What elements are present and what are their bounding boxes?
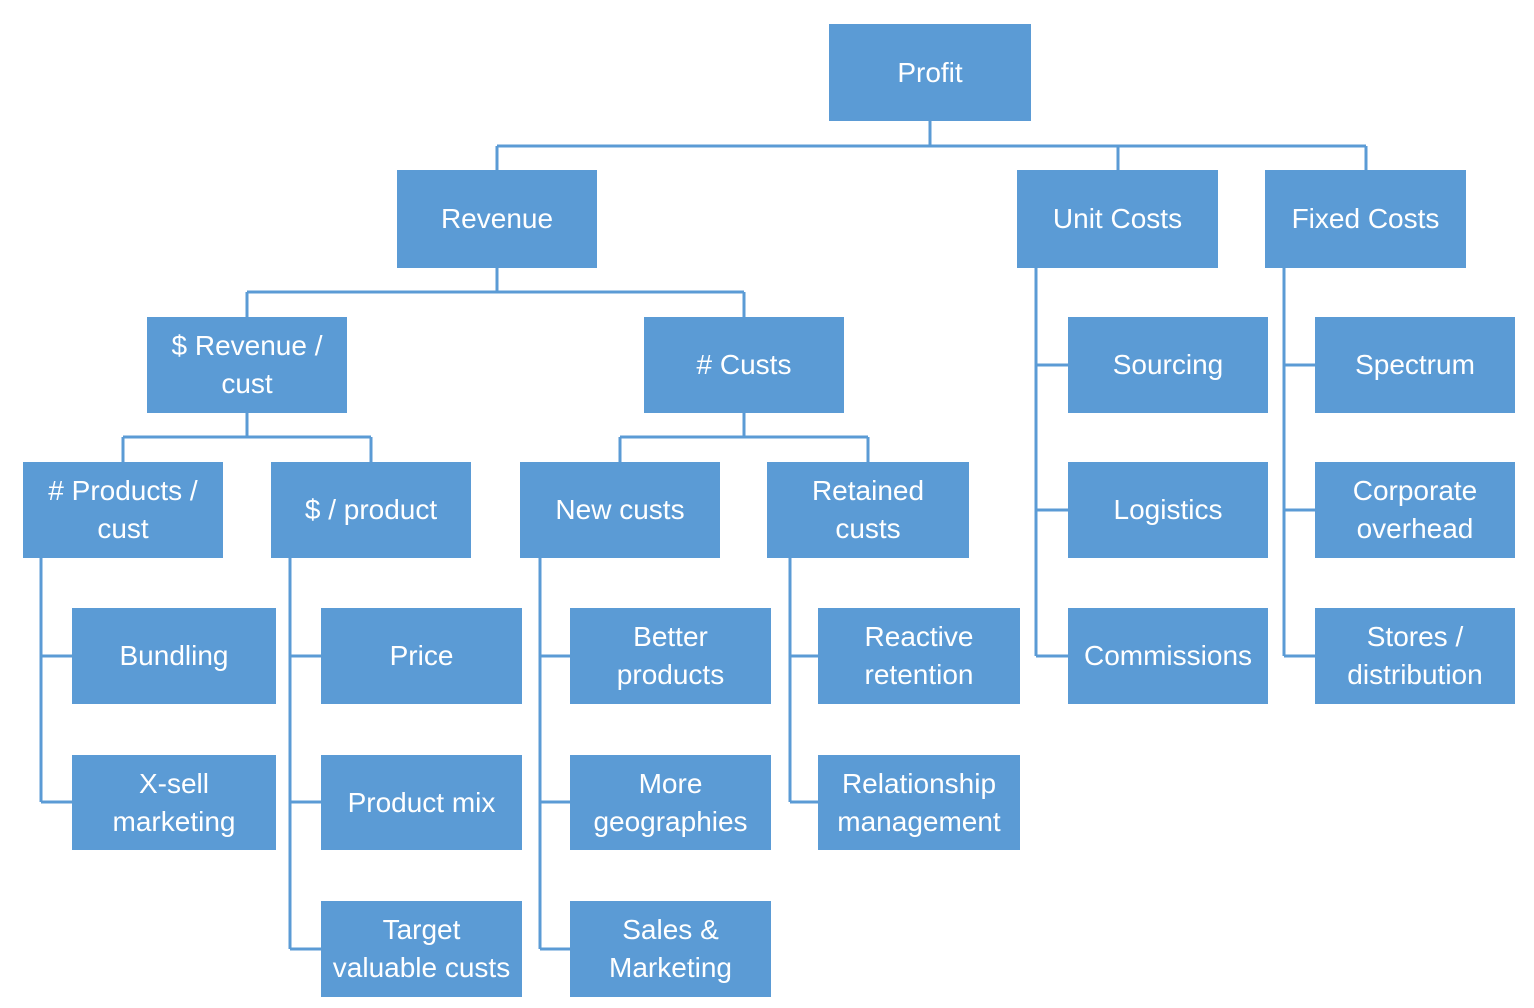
node-spectrum: Spectrum <box>1315 317 1515 413</box>
connector-new-custs-children <box>538 558 570 951</box>
connector-profit-children <box>495 121 1368 170</box>
node-bundling: Bundling <box>72 608 276 704</box>
node-num-custs: # Custs <box>644 317 844 413</box>
node-profit: Profit <box>829 24 1031 121</box>
node-sales-marketing: Sales & Marketing <box>570 901 771 997</box>
node-dollar-per-product: $ / product <box>271 462 471 558</box>
node-new-custs: New custs <box>520 462 720 558</box>
connector-dollar-per-product-children <box>288 558 321 951</box>
node-revenue: Revenue <box>397 170 597 268</box>
node-revenue-per-cust: $ Revenue / cust <box>147 317 347 413</box>
node-products-per-cust: # Products / cust <box>23 462 223 558</box>
node-more-geographies: More geographies <box>570 755 771 850</box>
connector-fixed-costs-children <box>1282 268 1315 658</box>
connector-products-per-cust-children <box>39 558 72 804</box>
node-stores-distribution: Stores / distribution <box>1315 608 1515 704</box>
node-product-mix: Product mix <box>321 755 522 850</box>
node-price: Price <box>321 608 522 704</box>
node-better-products: Better products <box>570 608 771 704</box>
node-corporate-overhead: Corporate overhead <box>1315 462 1515 558</box>
connector-num-custs-children <box>618 413 870 462</box>
node-reactive-retention: Reactive retention <box>818 608 1020 704</box>
node-unit-costs: Unit Costs <box>1017 170 1218 268</box>
connector-revenue-children <box>245 268 746 317</box>
node-target-valuable-custs: Target valuable custs <box>321 901 522 997</box>
node-logistics: Logistics <box>1068 462 1268 558</box>
connector-retained-custs-children <box>788 558 818 804</box>
connector-revenue-per-cust-children <box>121 413 373 462</box>
node-retained-custs: Retained custs <box>767 462 969 558</box>
node-sourcing: Sourcing <box>1068 317 1268 413</box>
node-commissions: Commissions <box>1068 608 1268 704</box>
node-xsell-marketing: X-sell marketing <box>72 755 276 850</box>
node-fixed-costs: Fixed Costs <box>1265 170 1466 268</box>
connector-unit-costs-children <box>1034 268 1068 658</box>
node-relationship-management: Relationship management <box>818 755 1020 850</box>
